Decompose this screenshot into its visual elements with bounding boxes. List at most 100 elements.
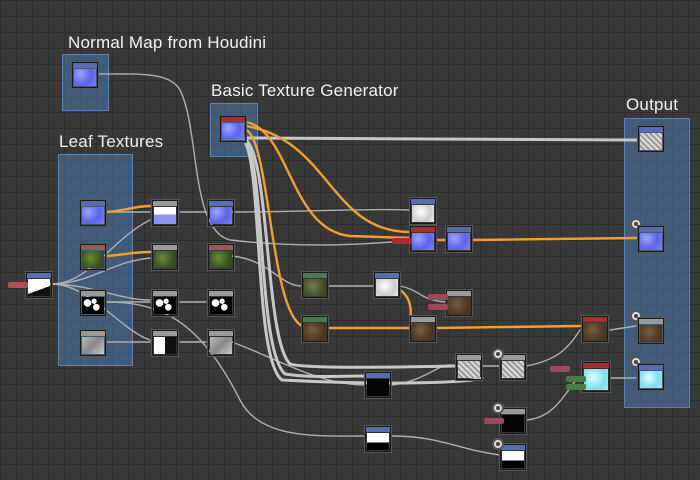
node-blend-gray[interactable]	[152, 330, 178, 356]
node-blend-normal[interactable]	[152, 200, 178, 226]
node-thumbnail	[458, 361, 480, 378]
node-brown-texture[interactable]	[302, 316, 328, 342]
node-cyan-mix[interactable]	[582, 362, 610, 392]
node-leaf-normal[interactable]	[80, 200, 106, 226]
node-white-mask[interactable]	[365, 426, 391, 452]
node-thumbnail	[304, 279, 326, 296]
wire	[244, 124, 412, 234]
input-stub[interactable]	[8, 282, 28, 288]
node-thumbnail	[82, 251, 104, 268]
node-output-color[interactable]	[638, 318, 664, 344]
input-stub[interactable]	[566, 376, 586, 382]
node-black-output[interactable]	[500, 408, 526, 434]
pin-icon[interactable]	[492, 348, 504, 360]
node-thumbnail	[502, 451, 524, 468]
wire	[231, 255, 303, 287]
frame-title-leaf-textures: Leaf Textures	[59, 132, 164, 151]
node-thumbnail	[367, 433, 389, 450]
node-header	[81, 331, 105, 336]
node-header	[366, 427, 390, 432]
node-noise-a[interactable]	[456, 354, 482, 380]
node-thumbnail	[412, 323, 434, 340]
node-output-normal[interactable]	[638, 226, 664, 252]
node-transform-gray[interactable]	[208, 330, 234, 356]
node-thumbnail	[154, 251, 176, 268]
node-header	[501, 409, 525, 414]
node-output-1[interactable]	[638, 126, 664, 152]
node-header	[447, 227, 471, 232]
node-noise-b[interactable]	[500, 354, 526, 380]
input-stub[interactable]	[550, 366, 570, 372]
node-thumbnail	[210, 207, 232, 224]
node-thumbnail	[640, 233, 662, 250]
input-stub[interactable]	[428, 304, 448, 310]
node-black-mask[interactable]	[365, 372, 391, 398]
wire	[399, 285, 447, 303]
node-blend-color[interactable]	[152, 244, 178, 270]
node-thumbnail	[82, 297, 104, 314]
wire	[434, 324, 582, 330]
node-header	[501, 445, 525, 450]
frame-title-basic-texture-generator: Basic Texture Generator	[211, 81, 399, 100]
node-header	[639, 365, 663, 370]
node-transform-color[interactable]	[208, 244, 234, 270]
node-blend-mask[interactable]	[152, 290, 178, 316]
wire	[231, 341, 366, 386]
node-header	[583, 363, 609, 368]
node-header	[153, 245, 177, 250]
node-brown-blend[interactable]	[410, 316, 436, 342]
node-leaf-mask[interactable]	[80, 290, 106, 316]
node-white-output[interactable]	[500, 444, 526, 470]
pin-icon[interactable]	[492, 438, 504, 450]
node-leaf-gray[interactable]	[80, 330, 106, 356]
wire	[244, 140, 367, 378]
node-transform-mask[interactable]	[208, 290, 234, 316]
node-header	[81, 291, 105, 296]
node-header	[457, 355, 481, 360]
node-normal-blend-top[interactable]	[410, 198, 436, 224]
node-header	[81, 201, 105, 206]
node-header	[209, 331, 233, 336]
node-white-noise[interactable]	[374, 272, 400, 298]
node-header	[209, 245, 233, 250]
node-thumbnail	[412, 233, 434, 250]
node-header	[639, 227, 663, 232]
node-green-texture[interactable]	[302, 272, 328, 298]
node-thumbnail	[640, 371, 662, 388]
node-leaf-color[interactable]	[80, 244, 106, 270]
input-stub[interactable]	[428, 294, 448, 300]
wire	[244, 138, 458, 369]
node-thumbnail	[304, 323, 326, 340]
node-header	[411, 317, 435, 322]
node-thumbnail	[367, 379, 389, 396]
node-header	[303, 273, 327, 278]
wire	[470, 236, 638, 242]
node-input-mask[interactable]	[26, 272, 52, 298]
node-bark-color[interactable]	[446, 290, 472, 316]
input-stub[interactable]	[392, 238, 412, 244]
input-stub[interactable]	[484, 418, 504, 424]
node-thumbnail	[584, 369, 608, 390]
node-normal-map[interactable]	[72, 62, 98, 88]
node-transform-normal[interactable]	[208, 200, 234, 226]
node-red-brown[interactable]	[582, 316, 608, 342]
node-thumbnail	[376, 279, 398, 296]
node-thumbnail	[74, 69, 96, 86]
input-stub[interactable]	[566, 384, 586, 390]
node-header	[153, 201, 177, 206]
frame-title-normal-map: Normal Map from Houdini	[68, 33, 267, 52]
node-thumbnail	[154, 337, 176, 354]
node-basic-texture-generator[interactable]	[220, 116, 246, 142]
pin-icon[interactable]	[492, 402, 504, 414]
node-normal-combine[interactable]	[410, 226, 436, 252]
wire	[609, 325, 637, 331]
node-header	[73, 63, 97, 68]
wire	[244, 128, 304, 328]
node-output-cyan[interactable]	[638, 364, 664, 390]
wire	[391, 435, 501, 456]
node-thumbnail	[640, 325, 662, 342]
wire	[105, 301, 366, 437]
node-header	[366, 373, 390, 378]
node-normal-final[interactable]	[446, 226, 472, 252]
